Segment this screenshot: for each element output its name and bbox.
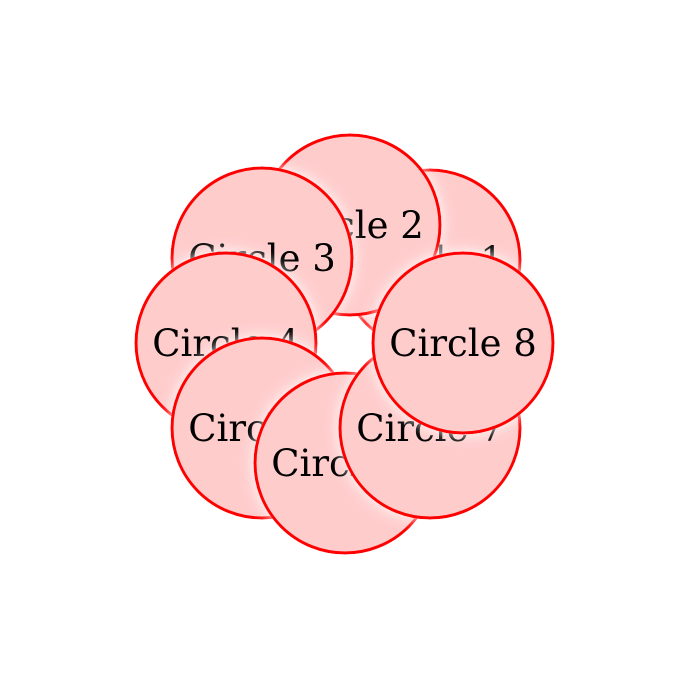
circle-node-8: Circle 8 bbox=[371, 251, 555, 435]
circle-shape-8 bbox=[371, 251, 555, 435]
circle-label-8: Circle 8 bbox=[389, 322, 537, 365]
